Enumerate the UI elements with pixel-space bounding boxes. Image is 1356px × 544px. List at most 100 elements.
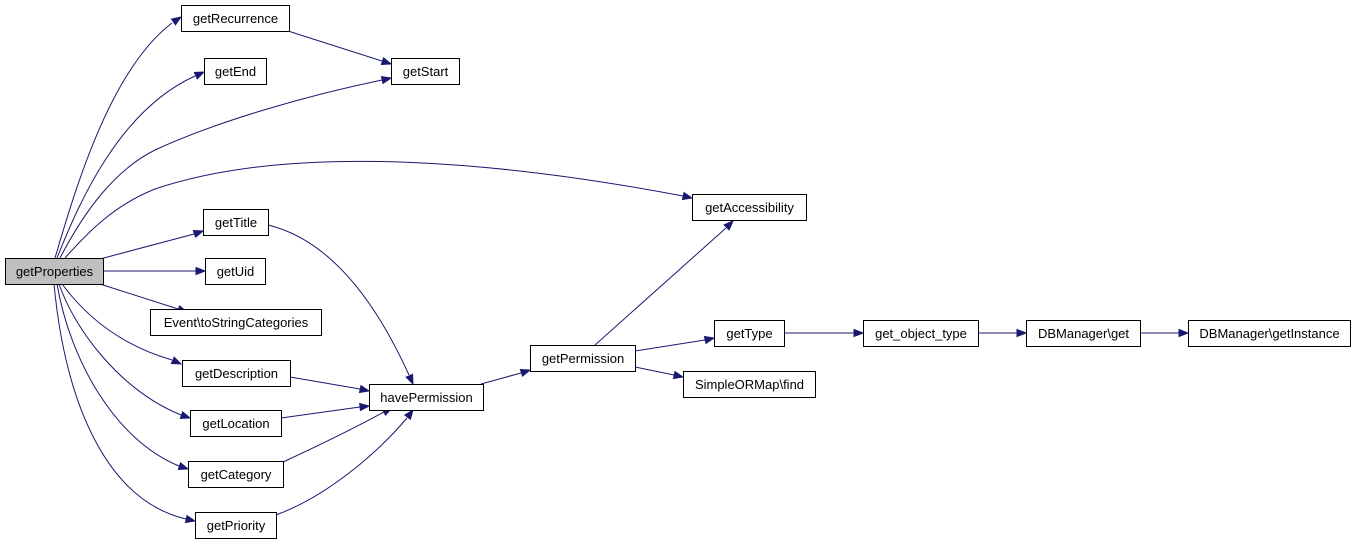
node-label: getPriority — [207, 518, 266, 533]
node-getDescription[interactable]: getDescription — [182, 360, 291, 387]
edge-getPriority-to-havePermission — [275, 408, 414, 516]
edge-line — [280, 406, 361, 419]
node-label: SimpleORMap\find — [695, 377, 804, 392]
node-label: getDescription — [195, 366, 278, 381]
edge-line — [56, 75, 196, 259]
edge-line — [56, 283, 180, 467]
edge-getPermission-to-getAccessibility — [594, 220, 734, 346]
node-getProperties[interactable]: getProperties — [5, 258, 104, 285]
edge-arrowhead — [681, 191, 694, 201]
edge-getTitle-to-havePermission — [267, 224, 414, 386]
node-getType[interactable]: getType — [714, 320, 785, 347]
node-box[interactable] — [181, 5, 290, 32]
node-box[interactable] — [150, 309, 322, 336]
node-box[interactable] — [205, 258, 266, 285]
node-label: getProperties — [16, 264, 94, 279]
node-getUid[interactable]: getUid — [205, 258, 266, 285]
edge-getProperties-to-getPriority — [53, 283, 197, 524]
edge-getCategory-to-havePermission — [282, 407, 394, 463]
node-label: getStart — [403, 64, 449, 79]
edge-getLocation-to-havePermission — [280, 402, 371, 419]
node-havePermission[interactable]: havePermission — [369, 384, 484, 411]
node-dbGet[interactable]: DBManager\get — [1026, 320, 1141, 347]
edge-arrowhead — [403, 408, 414, 421]
edge-line — [99, 283, 179, 310]
node-box[interactable] — [188, 461, 284, 488]
edge-line — [282, 411, 385, 463]
edge-line — [275, 417, 408, 516]
edge-getProperties-to-getAccessibility — [64, 160, 694, 259]
edge-arrowhead — [193, 71, 206, 80]
node-box[interactable] — [204, 58, 267, 85]
node-findOrm[interactable]: SimpleORMap\find — [683, 371, 816, 398]
edge-arrowhead — [672, 370, 685, 380]
node-label: DBManager\getInstance — [1199, 326, 1339, 341]
node-label: getLocation — [202, 416, 269, 431]
node-box[interactable] — [530, 345, 636, 372]
edge-getPermission-to-getType — [634, 335, 716, 352]
edge-getProperties-to-getDescription — [61, 283, 183, 365]
node-box[interactable] — [692, 194, 807, 221]
node-label: Event\toStringCategories — [164, 315, 309, 330]
node-label: getUid — [217, 264, 255, 279]
edge-arrowhead — [192, 229, 205, 239]
node-label: getEnd — [215, 64, 256, 79]
edge-arrowhead — [723, 220, 734, 231]
edges-layer — [53, 16, 1190, 524]
node-getPriority[interactable]: getPriority — [195, 512, 277, 539]
edge-getPermission-to-findOrm — [634, 366, 685, 380]
node-label: getCategory — [201, 467, 272, 482]
edge-line — [53, 283, 187, 520]
edge-getDescription-to-havePermission — [289, 376, 371, 394]
node-box[interactable] — [369, 384, 484, 411]
edge-arrowhead — [170, 16, 183, 26]
edge-arrowhead — [380, 75, 393, 85]
node-box[interactable] — [182, 360, 291, 387]
node-getStart[interactable]: getStart — [391, 58, 460, 85]
node-getCategory[interactable]: getCategory — [188, 461, 284, 488]
node-getEnd[interactable]: getEnd — [204, 58, 267, 85]
node-box[interactable] — [203, 209, 269, 236]
edge-getProperties-to-getLocation — [58, 283, 192, 420]
edge-getType-to-getObjectType — [784, 328, 865, 338]
node-getAccessibility[interactable]: getAccessibility — [692, 194, 807, 221]
node-getPermission[interactable]: getPermission — [530, 345, 636, 372]
edge-arrowhead — [519, 368, 532, 378]
node-getLocation[interactable]: getLocation — [190, 410, 282, 437]
node-label: havePermission — [380, 390, 473, 405]
node-label: get_object_type — [875, 326, 967, 341]
edge-line — [267, 224, 410, 376]
edge-arrowhead — [1178, 328, 1190, 338]
node-box[interactable] — [683, 371, 816, 398]
edge-line — [634, 366, 675, 376]
node-box[interactable] — [714, 320, 785, 347]
edge-line — [59, 79, 383, 259]
node-getRecurrence[interactable]: getRecurrence — [181, 5, 290, 32]
edge-arrowhead — [405, 373, 414, 386]
edge-arrowhead — [177, 461, 190, 471]
edge-dbGet-to-dbGetInstance — [1140, 328, 1190, 338]
node-toStringCategories[interactable]: Event\toStringCategories — [150, 309, 322, 336]
node-label: getTitle — [215, 215, 257, 230]
node-box[interactable] — [5, 258, 104, 285]
edge-line — [58, 283, 182, 416]
edge-line — [594, 227, 727, 346]
node-box[interactable] — [190, 410, 282, 437]
node-box[interactable] — [1188, 320, 1351, 347]
node-box[interactable] — [391, 58, 460, 85]
node-box[interactable] — [1026, 320, 1141, 347]
node-getObjectType[interactable]: get_object_type — [863, 320, 979, 347]
node-label: getRecurrence — [193, 11, 278, 26]
node-dbGetInstance[interactable]: DBManager\getInstance — [1188, 320, 1351, 347]
edge-arrowhead — [359, 402, 371, 412]
edge-getRecurrence-to-getStart — [287, 30, 393, 66]
node-getTitle[interactable]: getTitle — [203, 209, 269, 236]
edge-arrowhead — [853, 328, 865, 338]
edge-arrowhead — [179, 410, 192, 420]
edge-line — [634, 339, 706, 352]
edge-line — [287, 30, 383, 62]
node-box[interactable] — [195, 512, 277, 539]
node-box[interactable] — [863, 320, 979, 347]
edge-arrowhead — [380, 56, 393, 66]
